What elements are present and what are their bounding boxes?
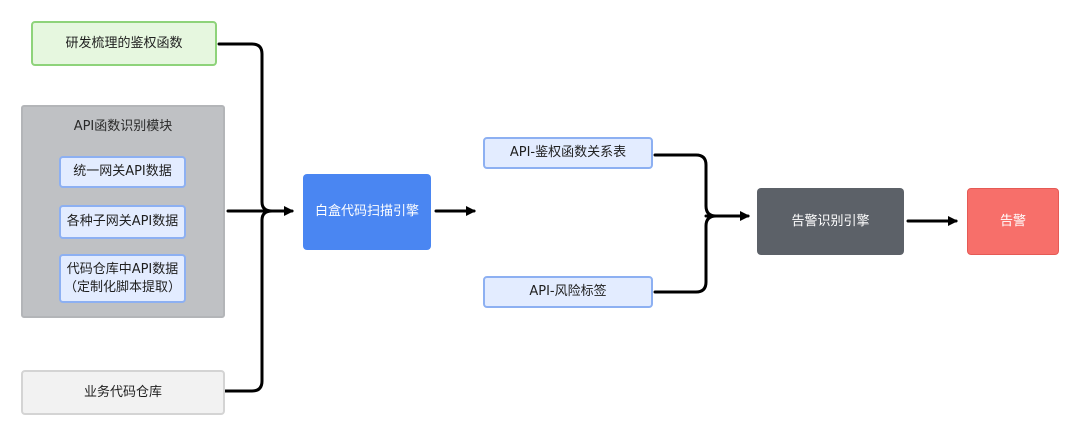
whitebox-engine-node: 白盒代码扫描引擎 <box>303 174 431 250</box>
repo-api-data-label-line2: （定制化脚本提取） <box>63 279 181 295</box>
edge-risktag-to-alertengine <box>653 214 718 294</box>
api-risk-tag-node: API-风险标签 <box>483 276 653 308</box>
edge-repo-to-whitebox <box>217 209 274 393</box>
alert-label: 告警 <box>999 213 1026 229</box>
edge-authtable-to-alertengine <box>653 153 718 218</box>
auth-functions-label: 研发梳理的鉴权函数 <box>65 35 183 51</box>
alert-engine-label: 告警识别引擎 <box>791 213 870 229</box>
business-repo-node: 业务代码仓库 <box>21 370 225 415</box>
repo-api-data-node: 代码仓库中API数据 （定制化脚本提取） <box>59 254 186 303</box>
gateway-data-label: 统一网关API数据 <box>73 164 172 179</box>
business-repo-label: 业务代码仓库 <box>83 384 162 400</box>
api-risk-tag-label: API-风险标签 <box>529 284 607 299</box>
repo-api-data-label-line1: 代码仓库中API数据 <box>66 261 179 277</box>
alert-engine-node: 告警识别引擎 <box>757 188 904 255</box>
api-auth-table-node: API-鉴权函数关系表 <box>483 137 653 169</box>
whitebox-engine-label: 白盒代码扫描引擎 <box>314 204 419 219</box>
alert-node: 告警 <box>967 188 1059 255</box>
subgateway-data-label: 各种子网关API数据 <box>66 214 179 229</box>
auth-functions-node: 研发梳理的鉴权函数 <box>31 21 217 66</box>
api-auth-table-label: API-鉴权函数关系表 <box>509 145 627 160</box>
edge-auth-to-whitebox <box>217 42 274 213</box>
subgateway-data-node: 各种子网关API数据 <box>59 205 186 239</box>
api-function-module-title: API函数识别模块 <box>73 119 173 134</box>
gateway-data-node: 统一网关API数据 <box>59 156 186 188</box>
